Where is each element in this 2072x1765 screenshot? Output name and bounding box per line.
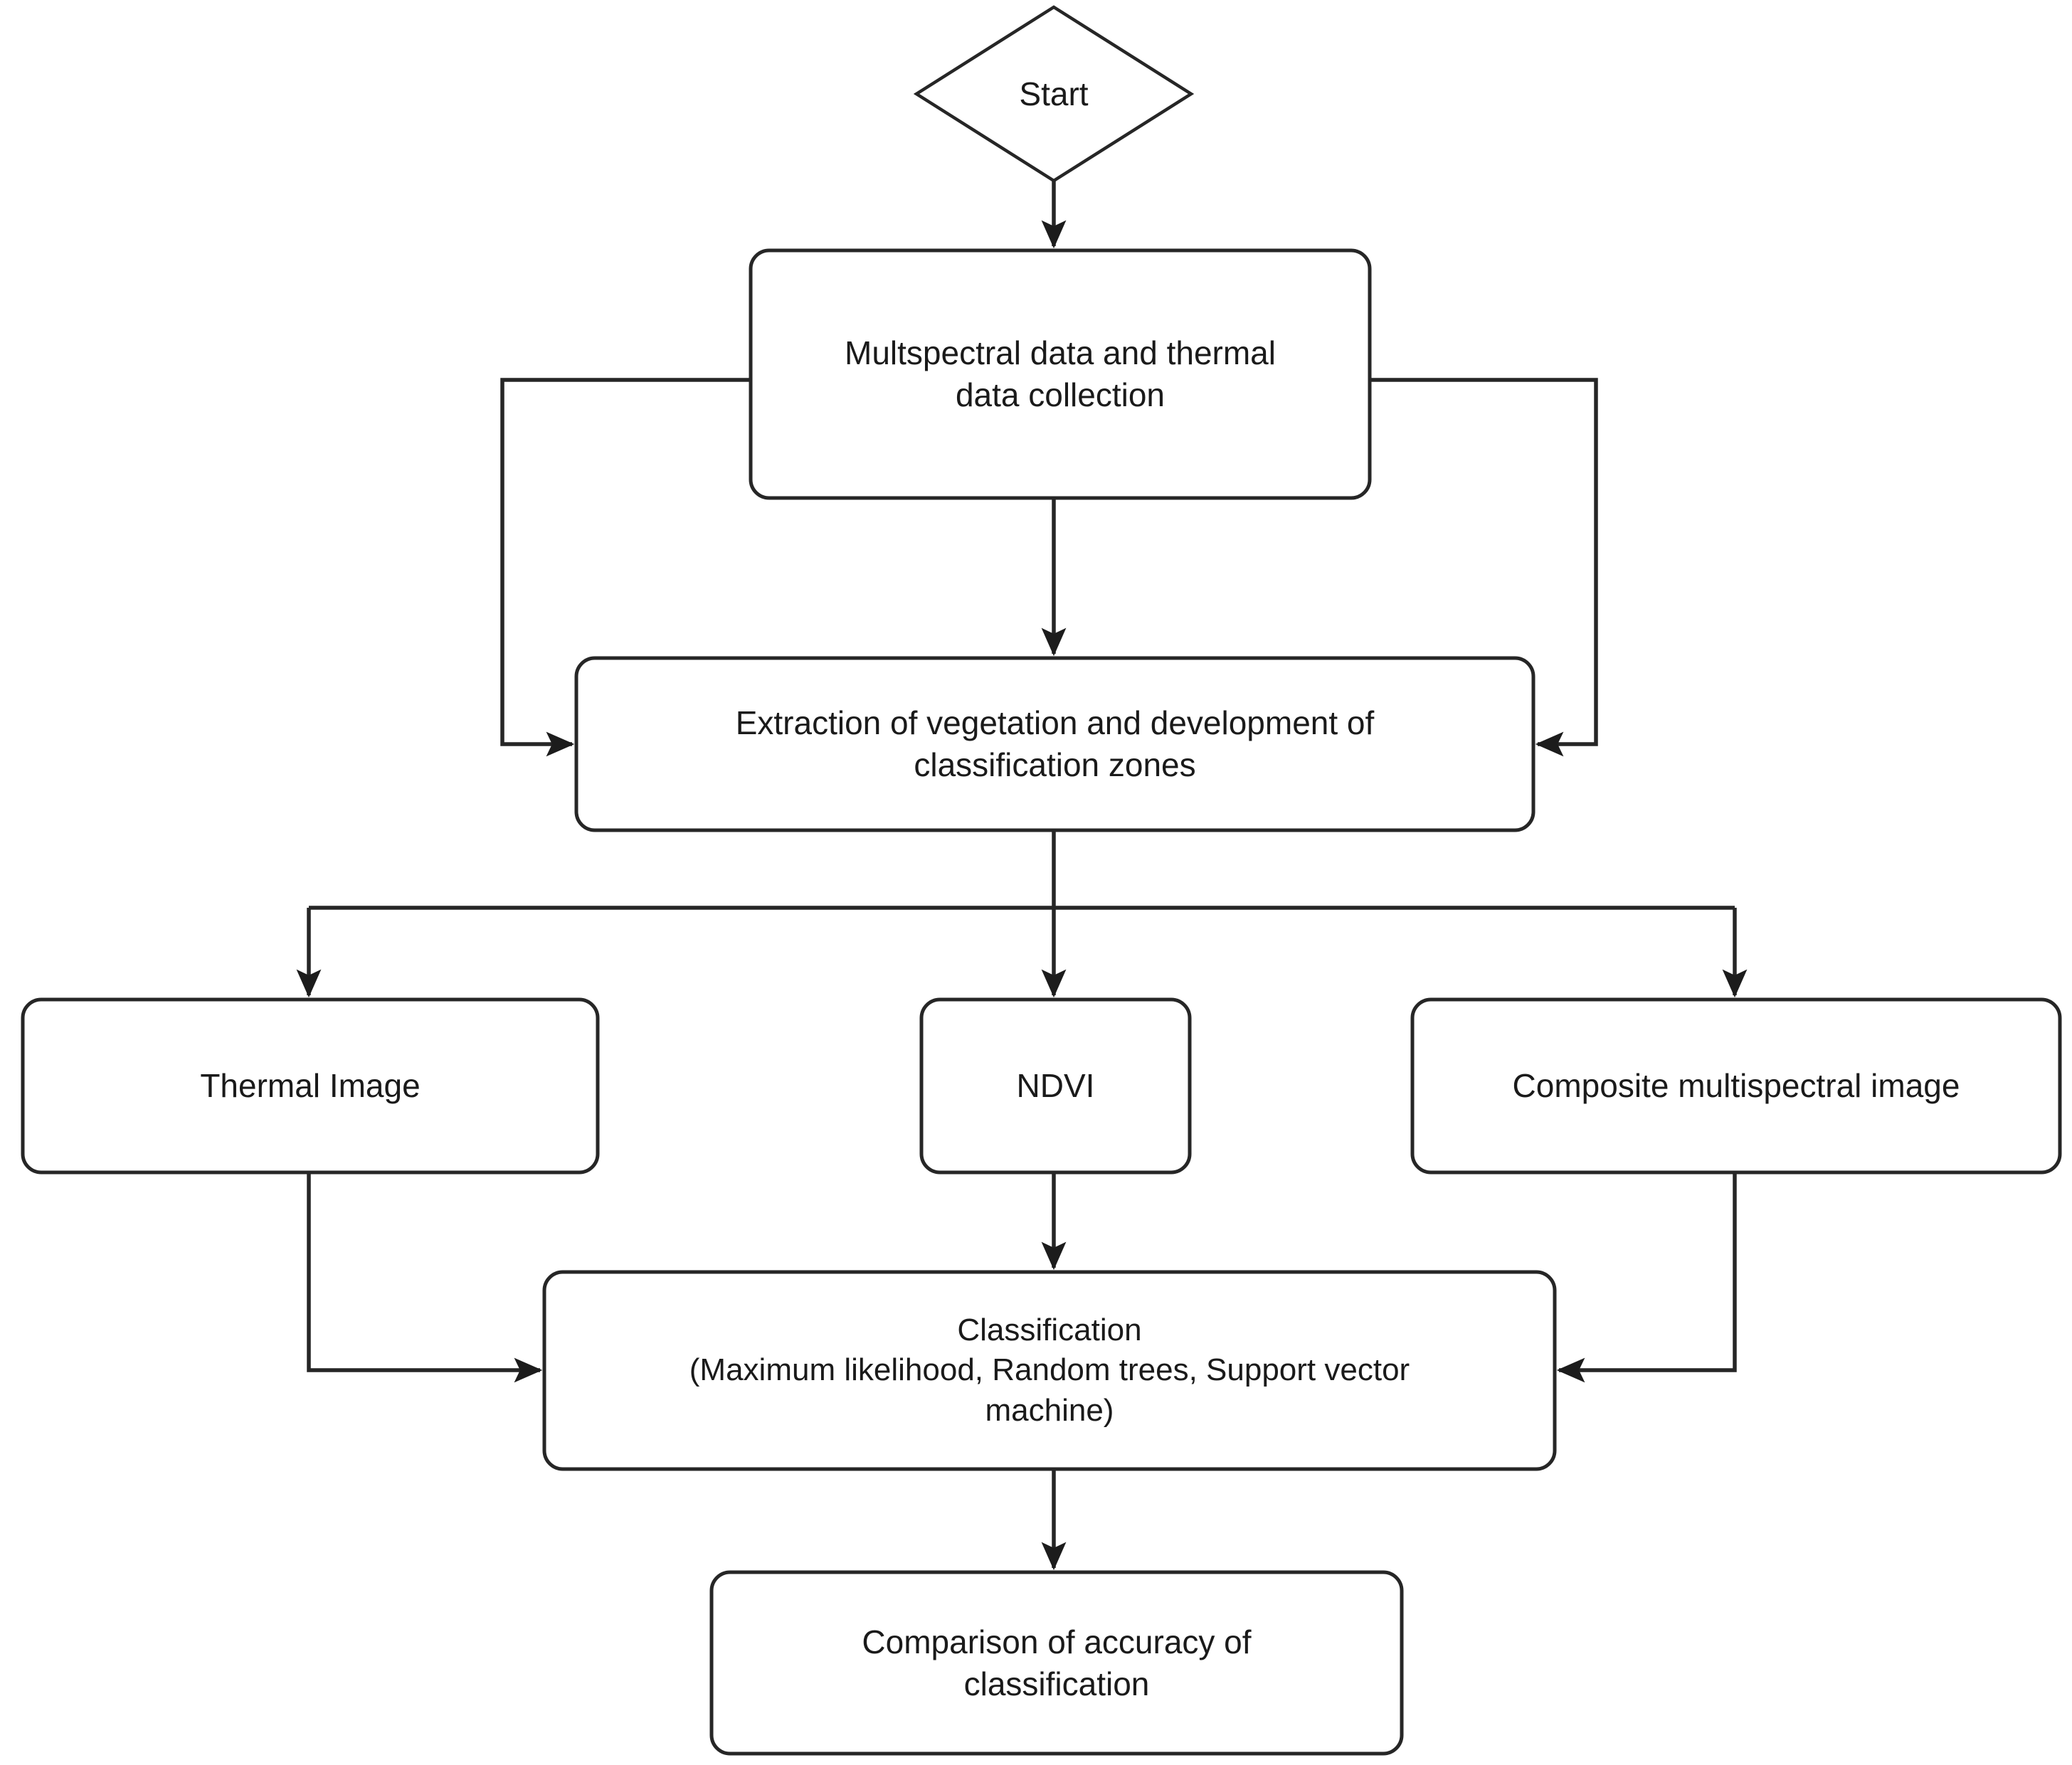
- node-ndvi[interactable]: [921, 1000, 1190, 1172]
- node-composite-image[interactable]: [1412, 1000, 2060, 1172]
- node-shape-comparison: [709, 1570, 1404, 1756]
- edge-data-collection-to-extraction-right: [1370, 378, 1598, 757]
- node-classification[interactable]: [544, 1272, 1555, 1469]
- node-shape-classification: [542, 1270, 1557, 1471]
- node-shape-data-collection: [749, 248, 1372, 500]
- edge-composite-image-to-classification: [1556, 1172, 1737, 1383]
- node-data-collection[interactable]: [751, 250, 1370, 498]
- edge-thermal-image-to-classification: [307, 1172, 543, 1383]
- node-start[interactable]: [916, 7, 1191, 181]
- edge-data-collection-to-extraction-left: [500, 378, 751, 757]
- node-thermal-image[interactable]: [23, 1000, 598, 1172]
- node-extraction[interactable]: [576, 658, 1533, 830]
- node-comparison[interactable]: [712, 1572, 1402, 1754]
